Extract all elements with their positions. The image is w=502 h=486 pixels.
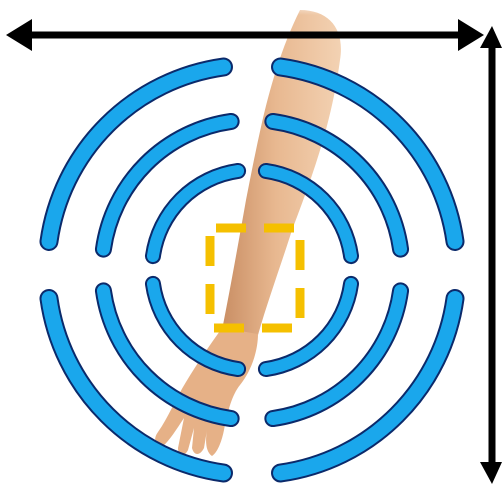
wave-arc-upper-left-3 bbox=[40, 58, 231, 249]
arrow-head-top bbox=[480, 26, 502, 48]
wave-arc-lower-right-3 bbox=[272, 290, 463, 481]
arrow-head-right bbox=[458, 19, 484, 51]
arrow-head-left bbox=[6, 19, 32, 51]
arrow-head-bottom bbox=[480, 462, 502, 484]
wave-arc-lower-right-2 bbox=[265, 283, 408, 426]
wave-arc-upper-left-2 bbox=[96, 114, 239, 257]
wave-arc-upper-left-1 bbox=[146, 164, 245, 263]
vertical-arrow bbox=[480, 26, 502, 484]
